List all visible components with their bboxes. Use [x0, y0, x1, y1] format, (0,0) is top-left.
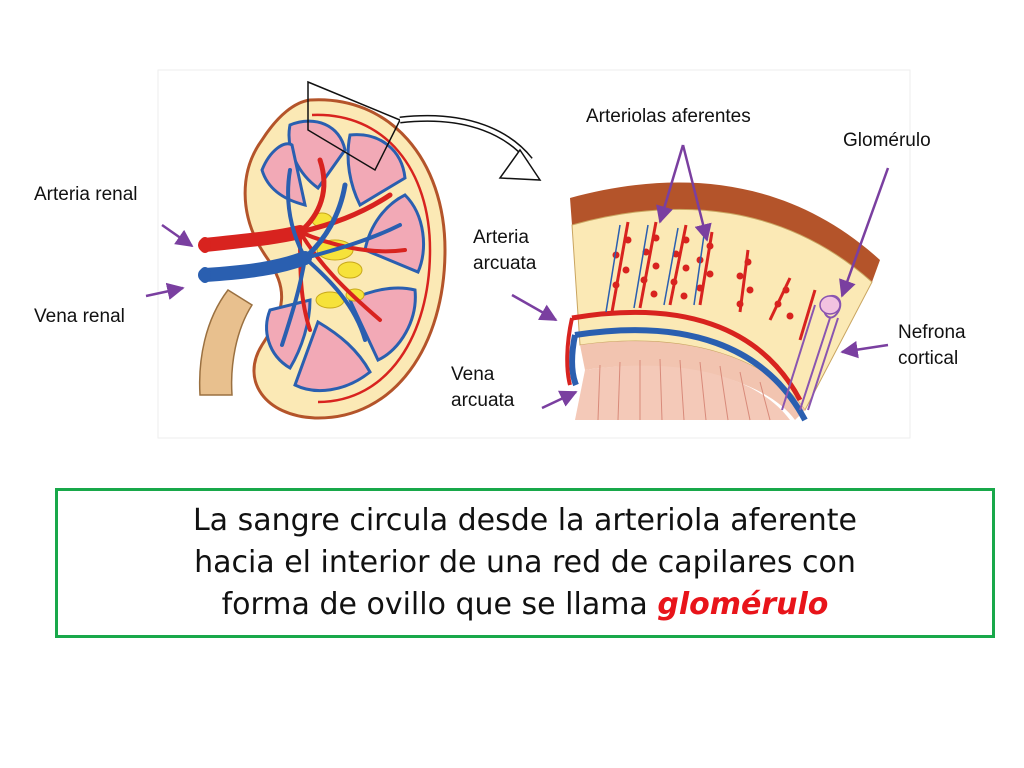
label-nefrona-cortical-line1: Nefrona	[898, 322, 966, 343]
arcuate-artery-ring	[311, 113, 432, 404]
renal-artery-end	[199, 237, 211, 253]
arrow-vena-renal	[145, 282, 185, 300]
arrow-arteria-arcuata	[511, 293, 558, 322]
zoom-indicator	[307, 80, 542, 181]
label-vena-renal: Vena renal	[34, 306, 125, 327]
kidney-diagram	[145, 69, 911, 439]
pointer-arrows	[145, 144, 890, 410]
kidney-cross-section	[198, 98, 447, 420]
caption-line2: hacia el interior de una red de capilare…	[194, 545, 856, 580]
caption-highlight: glomérulo	[657, 587, 829, 622]
label-nefrona-cortical: Nefrona cortical	[898, 320, 966, 372]
label-arteria-arcuata-line1: Arteria	[473, 227, 529, 248]
label-vena-arcuata-line1: Vena	[451, 364, 495, 385]
arcuate-vein-left	[569, 334, 579, 387]
label-arteria-arcuata: Arteria arcuata	[473, 225, 536, 277]
renal-pyramids	[260, 119, 426, 393]
label-glomerulo: Glomérulo	[843, 130, 931, 151]
caption-line3: forma de ovillo que se llama	[221, 587, 648, 622]
glomeruli-clusters	[612, 234, 794, 320]
label-vena-arcuata: Vena arcuata	[451, 362, 514, 414]
arrow-arteria-renal	[161, 223, 194, 248]
ureter	[198, 289, 254, 396]
arcuate-artery	[571, 310, 803, 402]
cortex-section	[565, 182, 880, 422]
caption-text: La sangre circula desde la arteriola afe…	[173, 500, 877, 626]
label-vena-arcuata-line2: arcuata	[451, 390, 515, 411]
arrow-nefrona-cortical	[840, 340, 889, 359]
interlobular-veins	[605, 224, 705, 313]
label-nefrona-cortical-line2: cortical	[898, 348, 959, 369]
label-arteria-renal: Arteria renal	[34, 184, 138, 205]
renal-vein-end	[199, 267, 211, 283]
arrow-arteriolas-1	[656, 144, 685, 224]
medulla-stripes	[597, 358, 771, 421]
caption-line1: La sangre circula desde la arteriola afe…	[192, 503, 858, 538]
arcuate-artery-left	[565, 317, 574, 386]
caption-box: La sangre circula desde la arteriola afe…	[55, 488, 995, 638]
glomerulus-detail	[819, 295, 841, 315]
renal-vein	[198, 168, 402, 347]
arrow-glomerulo	[839, 167, 890, 298]
arrow-vena-arcuata	[541, 390, 578, 410]
label-arteriolas-aferentes: Arteriolas aferentes	[586, 106, 751, 127]
medulla-region	[580, 341, 805, 420]
label-arteria-arcuata-line2: arcuata	[473, 253, 537, 274]
cortex-capsule-band	[570, 182, 880, 282]
arrow-arteriolas-2	[681, 144, 712, 242]
